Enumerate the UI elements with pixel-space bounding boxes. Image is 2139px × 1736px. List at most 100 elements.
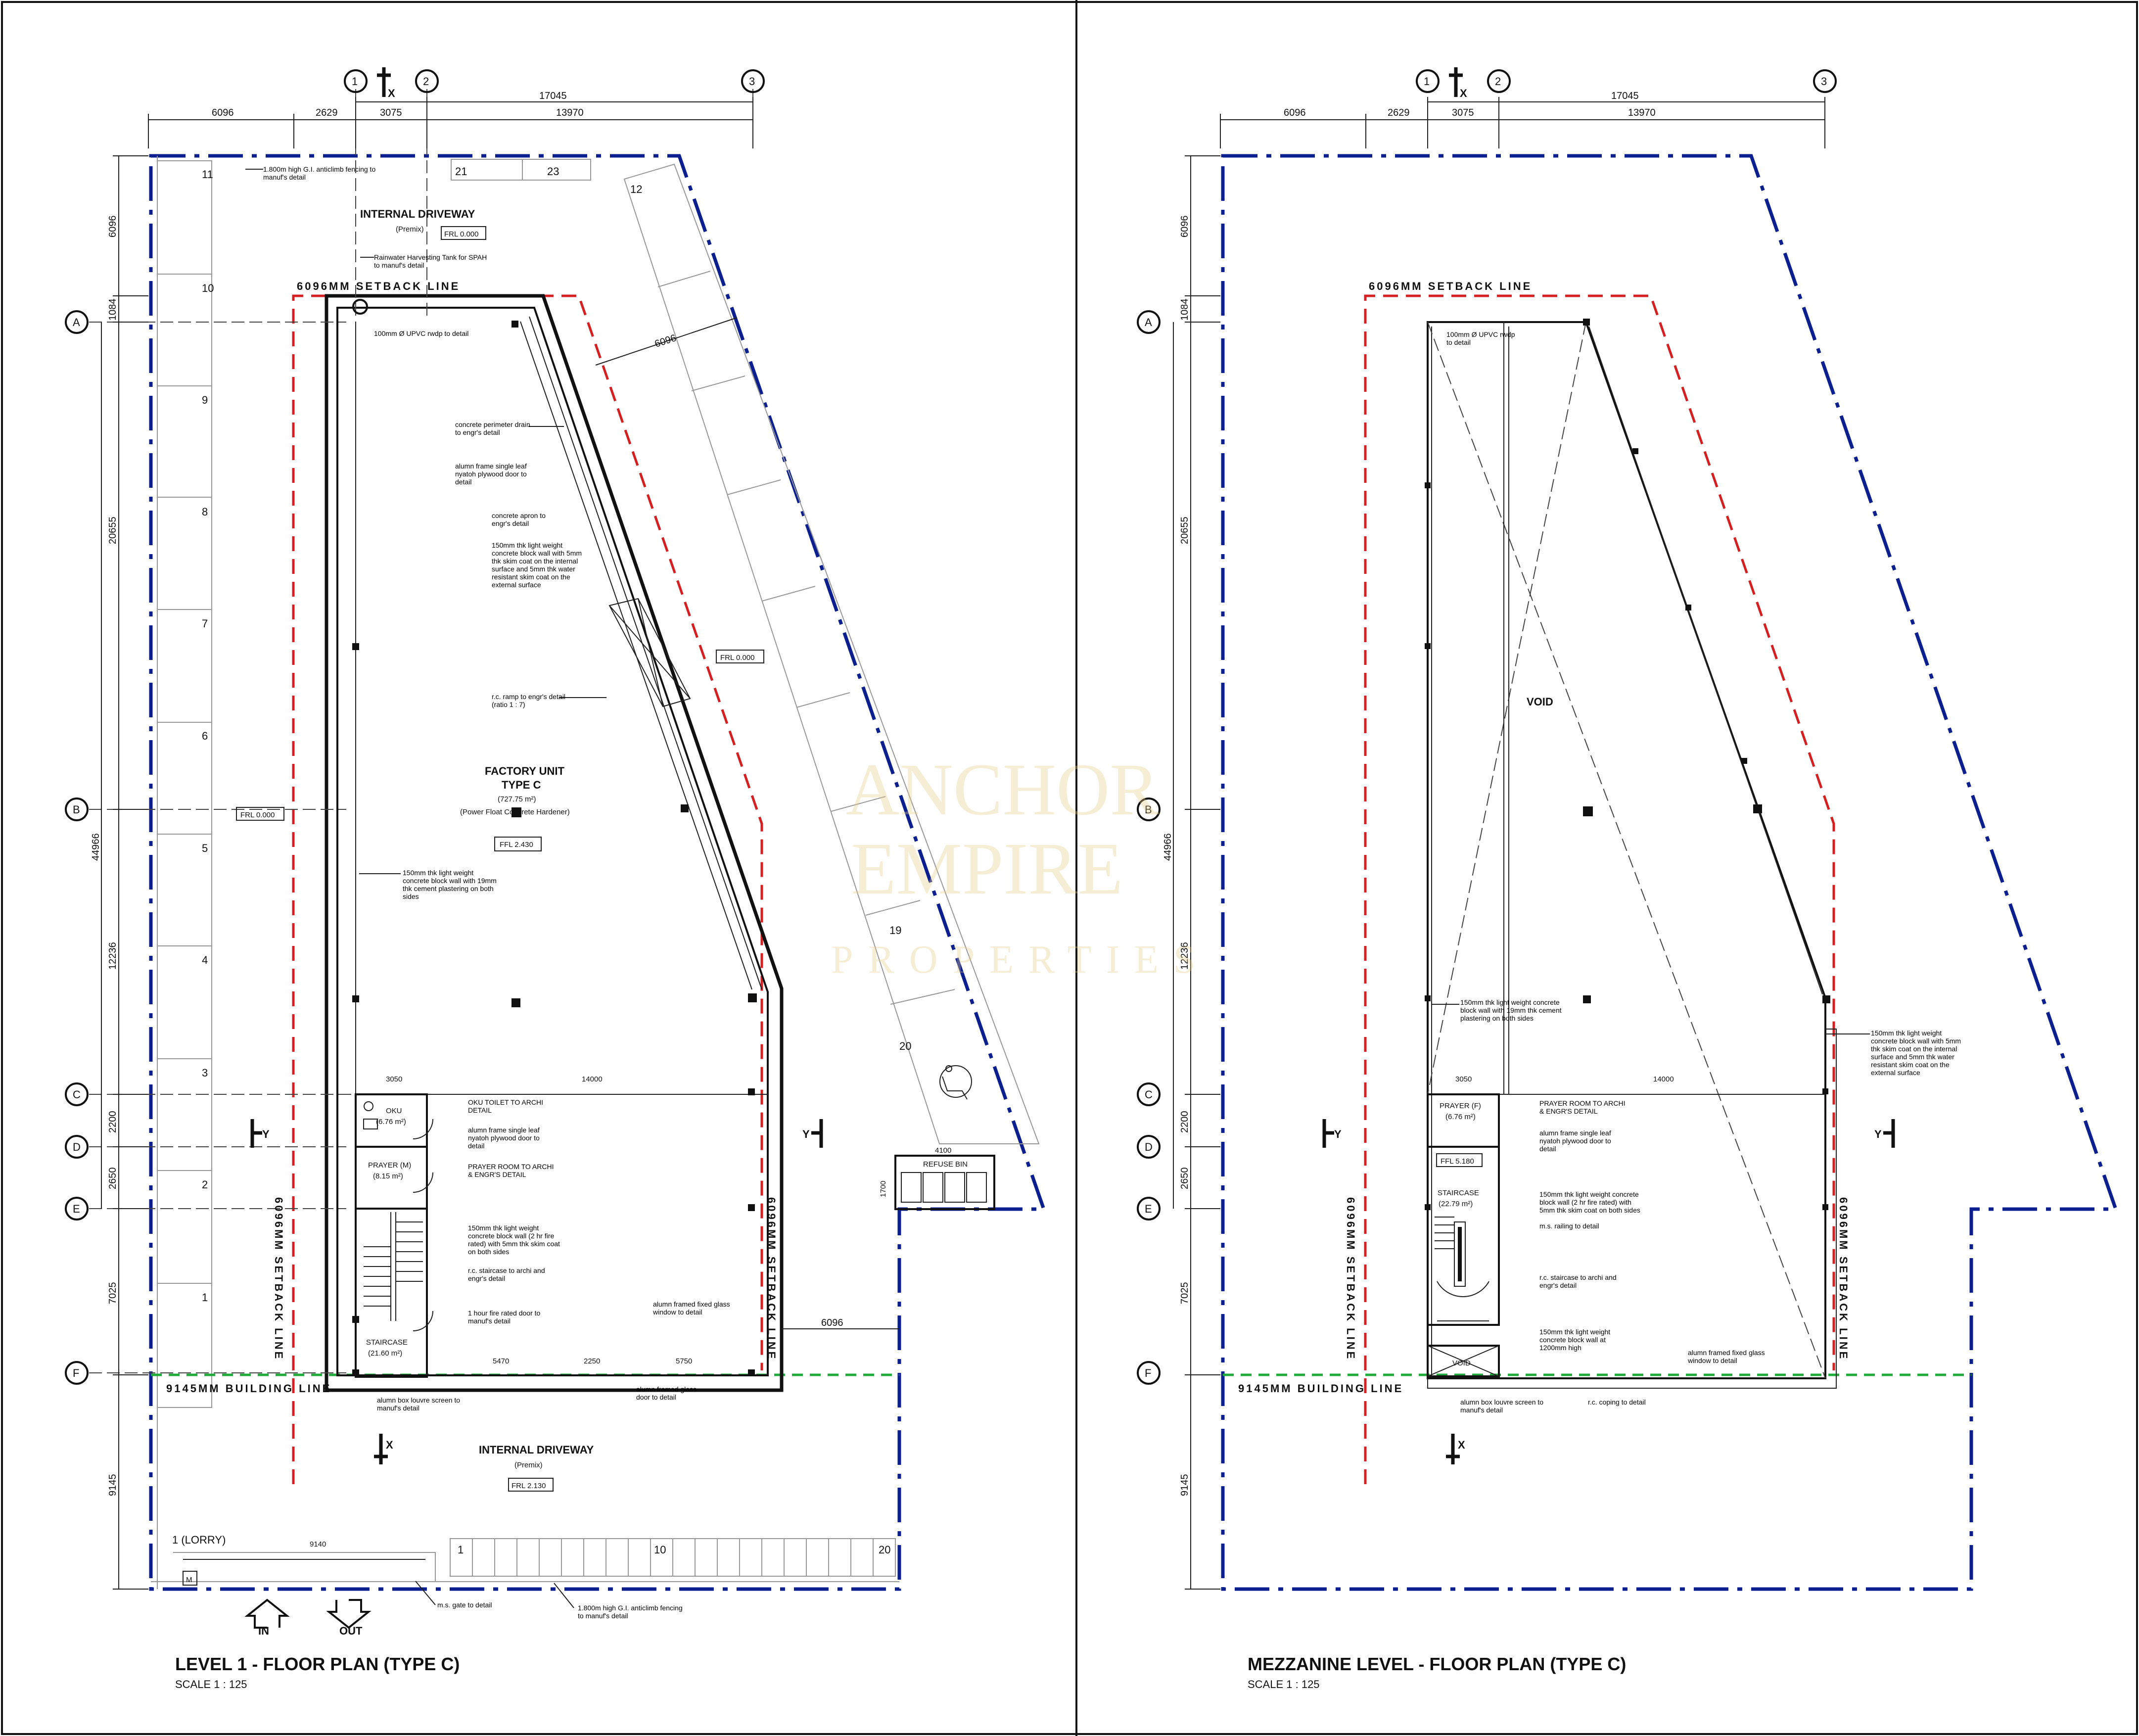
level1-plan: 11 10 9 8 7 6 5 4 3 2 1 21 23	[65, 67, 1046, 1690]
section-mark-x: X	[388, 87, 395, 99]
mezz-side-dim: 2200	[1179, 1111, 1190, 1133]
mezz-note-door-single: alumn frame single leaf nyatoh plywood d…	[1539, 1129, 1611, 1153]
top-dim: 2629	[316, 107, 338, 118]
note-ramp: r.c. ramp to engr's detail (ratio 1 : 7)	[492, 693, 565, 708]
side-dim: 1084	[107, 299, 118, 321]
mezz-note-wall-fire: 150mm thk light weight concrete block wa…	[1539, 1190, 1640, 1214]
left-lot-label: 7	[202, 617, 208, 630]
mezz-note-wall-1200: 150mm thk light weight concrete block wa…	[1539, 1328, 1611, 1352]
oku-label: OKU	[386, 1107, 402, 1115]
column-marker	[512, 807, 521, 817]
mezz-top-dimensions: 6096 2629 3075 13970 17045 1 2 3 X	[1220, 67, 1837, 148]
note-fence-bottom: 1.800m high G.I. anticlimb fencing to ma…	[578, 1604, 683, 1620]
void-diagonal	[1427, 322, 1586, 1095]
level1-diagonal-parking: 12 19 20	[623, 163, 1040, 1144]
section-mark-y-left: Y	[262, 1128, 270, 1140]
side-dim: 6096	[107, 216, 118, 238]
level1-top-dimensions: 6096 2629 3075 13970 17045 1 2 3 X	[148, 67, 765, 148]
mezz-section-mark-x-bottom: X	[1458, 1439, 1465, 1451]
note-rwdp: 100mm Ø UPVC rwdp to detail	[374, 329, 469, 337]
dim-6096-right: 6096	[821, 1317, 843, 1328]
mezz-top-dim-total: 17045	[1611, 91, 1639, 101]
out-label: OUT	[339, 1625, 363, 1637]
factory-floor: (Power Float Concrete Hardener)	[460, 808, 570, 816]
void-diagonal	[1427, 322, 1826, 1379]
mezz-note-coping: r.c. coping to detail	[1588, 1398, 1646, 1406]
grid-row-bubble: C	[73, 1088, 81, 1101]
side-dim: 2200	[107, 1111, 118, 1133]
mezz-side-dim-total: 44966	[1162, 833, 1173, 861]
mezz-setback-label-top: 6096MM SETBACK LINE	[1369, 280, 1532, 292]
oku-area: (6.76 m²)	[376, 1118, 406, 1126]
diag-lot-label: 19	[889, 924, 901, 937]
level1-scale: SCALE 1 : 125	[175, 1678, 247, 1690]
note-prayer-room: PRAYER ROOM TO ARCHI & ENGR'S DETAIL	[468, 1163, 554, 1178]
note-wall-fire: 150mm thk light weight concrete block wa…	[468, 1224, 560, 1256]
note-glass-door: alumn framed glass door to detail	[636, 1385, 697, 1401]
left-lot-label: 5	[202, 842, 208, 854]
mezz-note-rwdp: 100mm Ø UPVC rwdp to detail	[1446, 330, 1515, 346]
side-dim: 20655	[107, 516, 118, 544]
note-rainwater: Rainwater Harvesting Tank for SPAH to ma…	[374, 253, 487, 269]
level1-left-parking: 11 10 9 8 7 6 5 4 3 2 1	[157, 160, 214, 1408]
level1-title: LEVEL 1 - FLOOR PLAN (TYPE C)	[175, 1654, 460, 1674]
driveway-bottom-label: INTERNAL DRIVEWAY	[479, 1444, 594, 1456]
dim-5750: 5750	[676, 1357, 692, 1365]
mezz-grid-row-bubble: C	[1145, 1088, 1153, 1101]
driveway-top-sub: (Premix)	[396, 225, 424, 234]
mezz-grid-col-bubble: 1	[1424, 75, 1430, 88]
level1-building-inner	[336, 307, 769, 1376]
mezz-side-dim: 1084	[1179, 299, 1190, 321]
refuse-bin-width: 4100	[935, 1146, 951, 1155]
mezz-note-louvre: alumn box louvre screen to manuf's detai…	[1460, 1398, 1544, 1414]
grid-col-bubble: 2	[423, 75, 429, 88]
ffl-mezz: FFL 5.180	[1441, 1157, 1474, 1166]
mezz-side-dim: 7025	[1179, 1282, 1190, 1305]
mezz-dim-14000: 14000	[1653, 1075, 1674, 1083]
mezz-setback-label-left: 6096MM SETBACK LINE	[1345, 1197, 1357, 1361]
level1-notes: 1.800m high G.I. anticlimb fencing to ma…	[245, 165, 730, 1620]
refuse-bin: REFUSE BIN 4100 1700	[879, 1146, 995, 1210]
grid-row-bubble: F	[73, 1367, 79, 1379]
wheelchair-icon	[939, 1065, 972, 1100]
refuse-bin-depth: 1700	[879, 1181, 887, 1197]
left-lot-label: 4	[202, 954, 208, 966]
factory-type: TYPE C	[502, 779, 541, 791]
diag-lot-label: 12	[630, 183, 642, 195]
frl-right: FRL 0.000	[720, 654, 755, 662]
top-lot-label: 21	[455, 165, 467, 178]
mezz-site-boundary	[1221, 154, 2118, 1591]
prayer-f-label: PRAYER (F)	[1440, 1102, 1481, 1110]
bottom-lot-label: 10	[654, 1544, 666, 1556]
note-fence-top: 1.800m high G.I. anticlimb fencing to ma…	[263, 165, 376, 181]
mezz-grid-row-bubble: B	[1145, 803, 1152, 816]
note-wall-plaster: 150mm thk light weight concrete block wa…	[403, 869, 497, 900]
mezz-grid-row-bubble: E	[1145, 1203, 1152, 1215]
mezz-note-wall-skim: 150mm thk light weight concrete block wa…	[1871, 1029, 1961, 1077]
note-door-single: alumn frame single leaf nyatoh plywood d…	[455, 462, 527, 486]
mezz-grid-row-bubble: F	[1145, 1367, 1151, 1379]
grid-row-bubble: A	[73, 316, 80, 328]
mezz-section-mark-x: X	[1460, 87, 1467, 99]
watermark-line3: PROPERTIES	[831, 938, 1210, 982]
mezz-top-dim: 2629	[1388, 107, 1410, 118]
note-staircase: r.c. staircase to archi and engr's detai…	[468, 1267, 545, 1282]
mezz-side-dim: 2650	[1179, 1168, 1190, 1190]
mezz-title: MEZZANINE LEVEL - FLOOR PLAN (TYPE C)	[1248, 1654, 1626, 1674]
level1-top-parking: 21 23	[451, 159, 591, 181]
side-dim: 7025	[107, 1282, 118, 1305]
note-apron: concrete apron to engr's detail	[492, 512, 546, 527]
rainwater-tank-icon	[352, 299, 368, 315]
note-louvre: alumn box louvre screen to manuf's detai…	[377, 1396, 461, 1412]
mezzanine-plan: 6096 2629 3075 13970 17045 1 2 3 X	[1137, 67, 2118, 1690]
level1-bottom-parking: 1 10 20 1 (LORRY) 9140 M	[172, 1534, 896, 1586]
grid-col-bubble: 3	[749, 75, 755, 88]
mezz-side-dim: 12236	[1179, 942, 1190, 970]
factory-area: (727.75 m²)	[498, 795, 536, 803]
mezz-top-dim: 3075	[1452, 107, 1474, 118]
mezz-top-dim: 6096	[1284, 107, 1306, 118]
mezz-building-line-label: 9145MM BUILDING LINE	[1238, 1382, 1403, 1395]
left-lot-label: 6	[202, 730, 208, 742]
